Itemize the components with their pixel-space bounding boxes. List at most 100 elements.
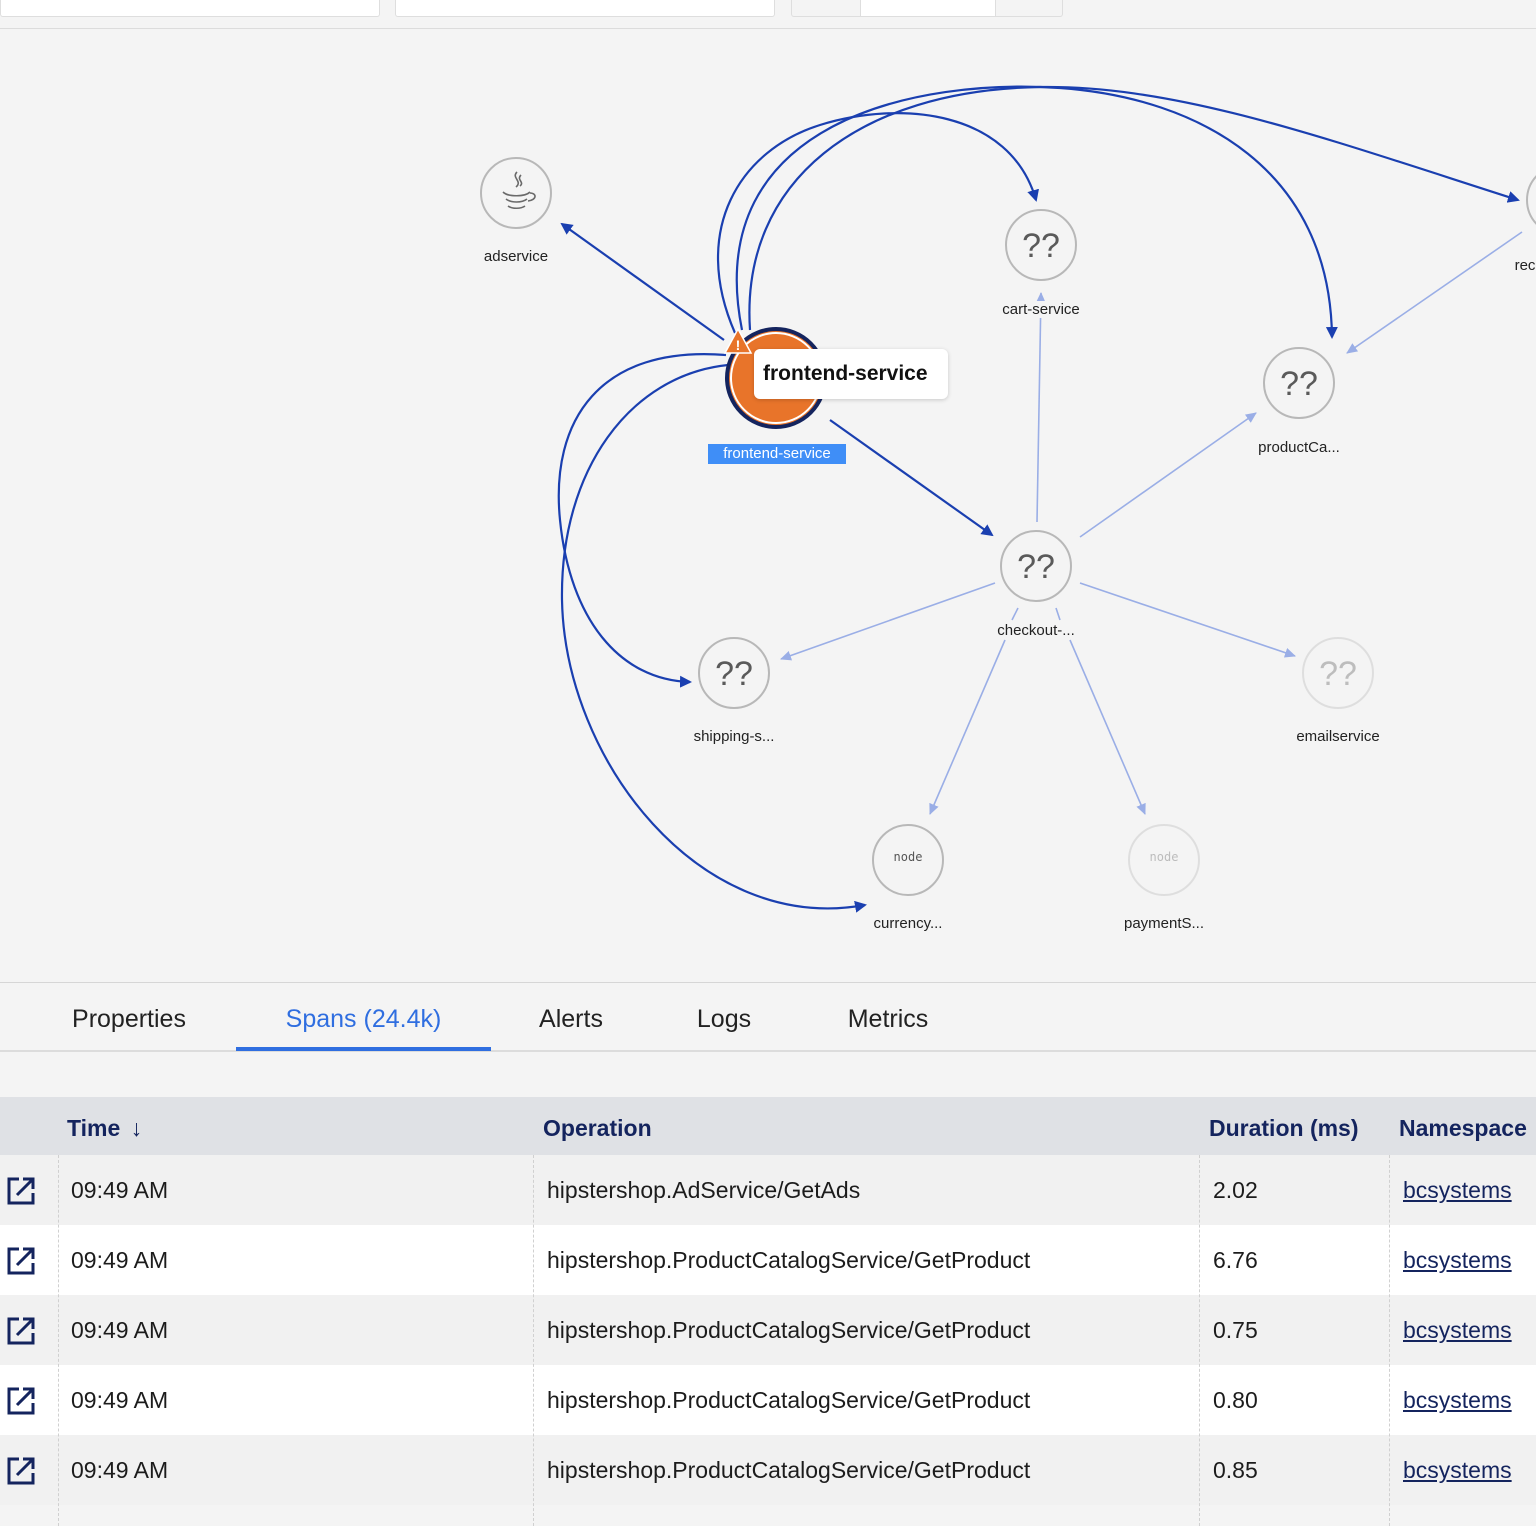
cell-time: 09:49 AM <box>71 1247 169 1273</box>
cell-namespace: bcsystems <box>1403 1365 1512 1435</box>
cell-duration: 6.76 <box>1213 1247 1258 1273</box>
svg-text:??: ?? <box>1022 227 1060 265</box>
tab-logs[interactable]: Logs <box>696 1005 752 1033</box>
svg-text:??: ?? <box>715 655 753 693</box>
svg-text:!: ! <box>736 337 741 353</box>
node-label-productcatalog: productCa... <box>1255 439 1343 456</box>
faded-edges <box>780 231 1523 815</box>
cell-duration: 0.80 <box>1213 1387 1258 1413</box>
cell-operation: hipstershop.ProductCatalogService/GetPro… <box>547 1387 1031 1413</box>
column-header-namespace[interactable]: Namespace <box>1399 1115 1527 1141</box>
column-divider <box>1199 1155 1200 1526</box>
edge-stub <box>1011 607 1019 621</box>
node-label-currency: currency... <box>870 915 946 932</box>
node-label-cart-service: cart-service <box>999 301 1083 318</box>
column-header-time-label: Time <box>67 1115 121 1141</box>
open-in-new-icon[interactable] <box>5 1175 37 1207</box>
node-payment[interactable]: node <box>1128 824 1200 896</box>
cell-time: 09:49 AM <box>71 1177 169 1203</box>
column-header-duration[interactable]: Duration (ms) <box>1209 1115 1359 1141</box>
node-productcatalog[interactable]: ?? <box>1263 347 1335 419</box>
edge-stub <box>1055 607 1061 621</box>
table-row: 09:49 AM hipstershop.ProductCatalogServic… <box>0 1225 1536 1295</box>
open-in-new-icon[interactable] <box>5 1245 37 1277</box>
column-header-time[interactable]: Time ↓ <box>67 1097 142 1159</box>
edge-recommendation-productcatalog[interactable] <box>1346 231 1523 354</box>
node-cart-service[interactable]: ?? <box>1005 209 1077 281</box>
detail-tabs: Properties Spans (24.4k) Alerts Logs Met… <box>0 982 1536 1052</box>
tab-spans[interactable]: Spans (24.4k) <box>236 983 491 1051</box>
edge-checkout-payment[interactable] <box>1069 639 1146 815</box>
node-label-payment: paymentS... <box>1120 915 1208 932</box>
cell-operation: hipstershop.ProductCatalogService/GetPro… <box>547 1247 1031 1273</box>
service-map-canvas: ?? ?? ?? ?? ?? node <box>480 85 1536 913</box>
search-field[interactable] <box>395 0 775 17</box>
edge-checkout-currency[interactable] <box>929 639 1006 815</box>
cell-namespace: bcsystems <box>1403 1295 1512 1365</box>
node-currency[interactable]: node <box>872 824 944 896</box>
namespace-link[interactable]: bcsystems <box>1403 1457 1512 1483</box>
node-label-adservice: adservice <box>480 248 552 265</box>
edge-frontend-checkout[interactable] <box>829 419 994 537</box>
tab-properties[interactable]: Properties <box>72 1005 186 1033</box>
svg-text:??: ?? <box>1280 365 1318 403</box>
edge-checkout-email[interactable] <box>1079 582 1296 658</box>
open-in-new-icon[interactable] <box>5 1385 37 1417</box>
nodejs-icon: node <box>894 850 923 864</box>
node-adservice[interactable] <box>480 157 552 229</box>
node-label-checkout: checkout-... <box>994 622 1078 639</box>
node-label-emailservice: emailservice <box>1293 728 1383 745</box>
active-edges <box>557 85 1520 913</box>
table-row: 09:49 AM hipstershop.ProductCatalogServic… <box>0 1295 1536 1365</box>
edge-frontend-recommendation[interactable] <box>748 85 1520 331</box>
node-label-shipping: shipping-s... <box>690 728 778 745</box>
node-recommendation[interactable] <box>1526 165 1536 235</box>
column-divider <box>58 1155 59 1526</box>
namespace-link[interactable]: bcsystems <box>1403 1247 1512 1273</box>
cell-duration: 0.75 <box>1213 1317 1258 1343</box>
cell-operation: hipstershop.ProductCatalogService/GetPro… <box>547 1457 1031 1483</box>
svg-text:??: ?? <box>1319 655 1357 693</box>
column-divider <box>533 1155 534 1526</box>
node-label-frontend-service: frontend-service <box>708 444 846 464</box>
spans-table: Time ↓ Operation Duration (ms) Namespace… <box>0 1097 1536 1505</box>
edge-checkout-cart[interactable] <box>1035 292 1046 523</box>
edge-frontend-adservice[interactable] <box>560 222 725 341</box>
edge-frontend-currency[interactable] <box>560 363 867 913</box>
node-label-recommendation: rec <box>1511 257 1536 274</box>
edge-checkout-shipping[interactable] <box>780 582 996 661</box>
cell-namespace: bcsystems <box>1403 1155 1512 1225</box>
view-toggle-group[interactable] <box>791 0 1063 17</box>
view-toggle-option[interactable] <box>860 0 996 16</box>
column-header-operation[interactable]: Operation <box>543 1115 652 1141</box>
service-map: ?? ?? ?? ?? ?? node <box>0 29 1536 982</box>
cell-time: 09:49 AM <box>71 1317 169 1343</box>
cell-namespace: bcsystems <box>1403 1225 1512 1295</box>
java-icon <box>502 171 536 210</box>
sort-descending-icon: ↓ <box>130 1115 143 1141</box>
filter-field[interactable] <box>0 0 380 17</box>
tab-metrics[interactable]: Metrics <box>847 1005 929 1033</box>
node-checkout[interactable]: ?? <box>1000 530 1072 602</box>
top-toolbar <box>0 0 1536 29</box>
namespace-link[interactable]: bcsystems <box>1403 1177 1512 1203</box>
table-header: Time ↓ Operation Duration (ms) Namespace <box>0 1097 1536 1155</box>
edge-checkout-productcatalog[interactable] <box>1079 412 1257 538</box>
open-in-new-icon[interactable] <box>5 1455 37 1487</box>
namespace-link[interactable]: bcsystems <box>1403 1317 1512 1343</box>
column-divider <box>1389 1155 1390 1526</box>
nodejs-icon: node <box>1150 850 1179 864</box>
tab-alerts[interactable]: Alerts <box>539 1005 603 1033</box>
cell-operation: hipstershop.AdService/GetAds <box>547 1177 861 1203</box>
cell-namespace: bcsystems <box>1403 1435 1512 1505</box>
open-in-new-icon[interactable] <box>5 1315 37 1347</box>
edge-frontend-shipping[interactable] <box>557 353 727 688</box>
node-emailservice[interactable]: ?? <box>1302 637 1374 709</box>
edge-frontend-cart[interactable] <box>716 112 1039 334</box>
cell-operation: hipstershop.ProductCatalogService/GetPro… <box>547 1317 1031 1343</box>
node-shipping[interactable]: ?? <box>698 637 770 709</box>
namespace-link[interactable]: bcsystems <box>1403 1387 1512 1413</box>
